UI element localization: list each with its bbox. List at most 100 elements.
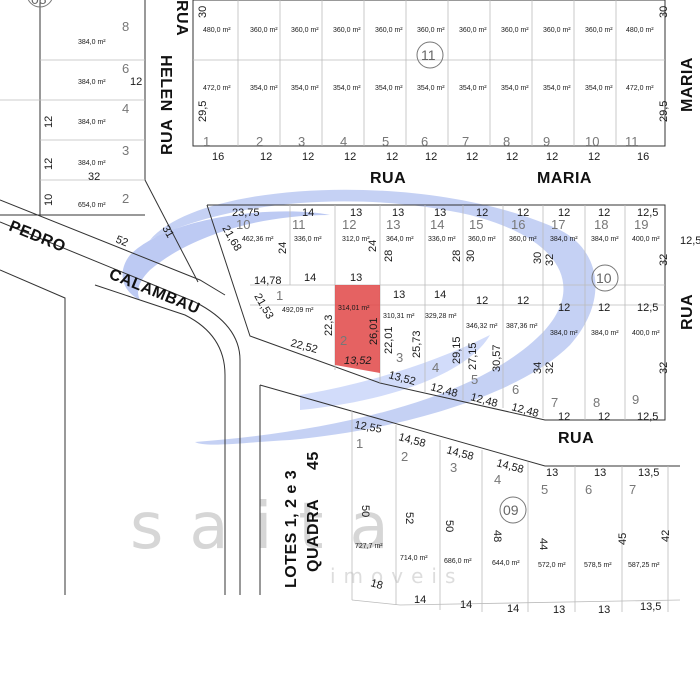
map-label: 12 <box>302 151 314 163</box>
map-label: 32 <box>88 171 100 183</box>
map-label: 354,0 m² <box>375 85 403 92</box>
map-label: 354,0 m² <box>250 85 278 92</box>
map-label: 12 <box>130 76 142 88</box>
map-label: 12 <box>466 151 478 163</box>
map-label: 12 <box>558 411 570 423</box>
map-label: 360,0 m² <box>417 27 445 34</box>
map-label: 22,3 <box>323 315 335 336</box>
map-label: 12 <box>546 151 558 163</box>
map-label: 12,5 <box>637 302 658 314</box>
map-label: 12 <box>476 207 488 219</box>
map-label: 13,5 <box>638 467 659 479</box>
map-label: 12 <box>344 151 356 163</box>
map-label: 7 <box>629 482 636 497</box>
block-10-labels: 23,75 14 13 13 13 12 12 12 12 12,5 12,5 … <box>114 207 700 423</box>
map-label: 24 <box>277 242 289 254</box>
map-label: 6 <box>122 61 129 76</box>
map-label: 14 <box>302 207 314 219</box>
map-label: 354,0 m² <box>291 85 319 92</box>
map-label: 346,32 m² <box>466 323 498 330</box>
map-label: 480,0 m² <box>203 27 231 34</box>
block-11-label: 11 <box>421 47 436 63</box>
block-11-labels: 480,0 m² 360,0 m² 360,0 m² 360,0 m² 360,… <box>197 6 670 163</box>
map-label: 5 <box>541 482 548 497</box>
street-rua-left: RUA <box>159 119 176 155</box>
map-label: 18 <box>594 217 608 232</box>
block-09-labels: 12,55 14,58 14,58 14,58 13 13 13,5 1 2 3… <box>353 419 672 616</box>
map-label: 384,0 m² <box>78 79 106 86</box>
map-label: 5 <box>471 372 478 387</box>
map-label: 354,0 m² <box>417 85 445 92</box>
map-label: 21,53 <box>251 292 275 322</box>
map-label: 10 <box>236 217 250 232</box>
map-label: 8 <box>122 19 129 34</box>
block-10-label: 10 <box>596 270 612 286</box>
map-label: 9 <box>632 392 639 407</box>
map-label: 462,36 m² <box>242 236 274 243</box>
map-label: 50 <box>443 520 455 532</box>
map-label: 6 <box>421 134 428 149</box>
street-rua-maria: RUA <box>370 170 406 187</box>
map-label: 384,0 m² <box>591 330 619 337</box>
map-label: 2 <box>256 134 263 149</box>
map-label: 2 <box>122 191 129 206</box>
map-label: 11 <box>292 217 306 232</box>
map-label: 8 <box>503 134 510 149</box>
map-label: 1 <box>356 436 363 451</box>
map-label: 387,36 m² <box>506 323 538 330</box>
map-label: 13 <box>594 467 606 479</box>
street-lotes: LOTES 1, 2 e 3 <box>283 470 300 588</box>
map-label: 400,0 m² <box>632 236 660 243</box>
map-label: 30 <box>658 6 670 18</box>
map-label: 14 <box>414 594 426 606</box>
highlighted-lot[interactable] <box>335 285 380 373</box>
map-label: 12 <box>588 151 600 163</box>
map-label: 16 <box>637 151 649 163</box>
map-label: 360,0 m² <box>375 27 403 34</box>
watermark-word: saita <box>130 490 415 564</box>
map-label: 12 <box>506 151 518 163</box>
map-label: 14 <box>507 603 519 615</box>
map-label: 12 <box>425 151 437 163</box>
map-label: 12 <box>598 411 610 423</box>
map-label: 30,57 <box>491 344 503 372</box>
map-label: 4 <box>494 472 501 487</box>
map-label: 13 <box>434 207 446 219</box>
map-label: 329,28 m² <box>425 313 457 320</box>
map-label: 360,0 m² <box>509 236 537 243</box>
map-label: 384,0 m² <box>78 119 106 126</box>
map-label: 360,0 m² <box>468 236 496 243</box>
map-label: 31 <box>159 224 176 241</box>
map-label: 472,0 m² <box>626 85 654 92</box>
map-label: 12 <box>517 295 529 307</box>
map-label: 472,0 m² <box>203 85 231 92</box>
map-label: 4 <box>432 360 439 375</box>
map-label: 12 <box>598 207 610 219</box>
map-label: 28 <box>383 250 395 262</box>
street-rua-bottom: RUA <box>558 430 594 447</box>
map-label: 13 <box>350 207 362 219</box>
map-label: 12,48 <box>510 401 540 420</box>
map-label: 3 <box>298 134 305 149</box>
map-label: 32 <box>544 362 556 374</box>
map-label: 42 <box>660 530 672 542</box>
map-label: 354,0 m² <box>333 85 361 92</box>
map-label: 384,0 m² <box>591 236 619 243</box>
map-label: 12,48 <box>469 391 499 410</box>
map-label: 714,0 m² <box>400 555 428 562</box>
map-label: 14,78 <box>254 275 282 287</box>
block-08-label: 08 <box>31 0 47 7</box>
map-label: 32 <box>658 362 670 374</box>
map-label: 13 <box>386 217 400 232</box>
watermark-logo: saita imoveis <box>122 189 596 588</box>
map-label: 14,58 <box>397 431 427 450</box>
map-label: 1 <box>203 134 210 149</box>
street-rua-right: RUA <box>679 294 696 330</box>
block-08-labels: 8 6 4 3 2 384,0 m² 384,0 m² 384,0 m² 384… <box>43 19 142 209</box>
map-label: 13 <box>553 604 565 616</box>
street-quadra-num: 45 <box>305 451 322 470</box>
map-label: 45 <box>617 533 629 545</box>
map-label: 29,5 <box>197 101 209 122</box>
map-label: 12 <box>598 302 610 314</box>
